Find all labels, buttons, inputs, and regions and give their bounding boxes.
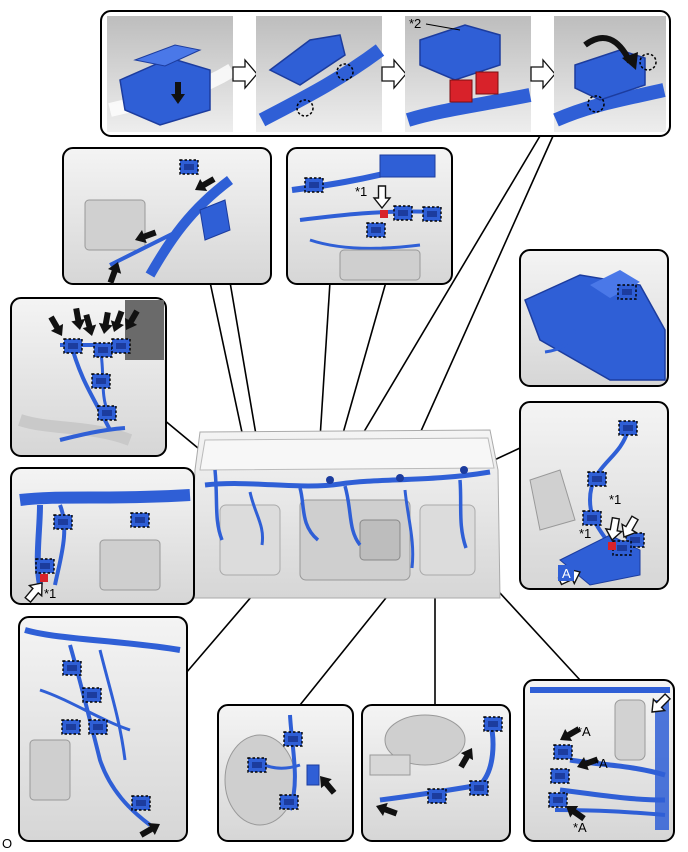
dashed-clamp-box-icon [62,660,82,676]
dashed-clamp-box-icon [283,731,303,747]
dashed-clamp-box-icon [93,342,113,358]
label-a-box: A [562,566,571,581]
dashed-clamp-box-icon [304,177,324,193]
label-star1-right-b: *1 [579,526,591,541]
dashed-clamp-box-icon [618,420,638,436]
dashed-clamp-box-icon [53,514,73,530]
red-connector [475,71,499,95]
label-star1-right-a: *1 [609,492,621,507]
dashed-clamp-box-icon [393,205,413,221]
dashed-clamp-box-icon [61,719,81,735]
step-panel-3: *2 [405,16,532,132]
detail-panel-upper-left [62,147,272,286]
detail-panel-bottom-right: *A *A *A [523,679,675,842]
label-star1-left: *1 [44,586,56,601]
dashed-clamp-box-icon [97,405,117,421]
dashed-circle-icon [587,95,605,113]
right-outline-arrow-icon [530,58,556,90]
dashed-clamp-box-icon [130,512,150,528]
label-star-a-3: *A [573,820,587,835]
dashed-clamp-box-icon [587,471,607,487]
dashed-circle-icon [296,99,314,117]
dashed-clamp-box-icon [35,558,55,574]
red-connector [40,574,48,582]
detail-panel-right-upper [519,249,669,387]
dashed-clamp-box-icon [427,788,447,804]
dashed-clamp-box-icon [111,338,131,354]
step-panel-1 [107,16,236,132]
detail-panel-bottom-center-right [361,704,511,842]
detail-panel-bottom-center-left [217,704,354,842]
dashed-clamp-box-icon [582,510,602,526]
right-outline-arrow-icon [381,58,407,90]
dashed-clamp-box-icon [550,768,570,784]
label-star2: *2 [409,16,421,31]
dashed-clamp-box-icon [422,206,442,222]
detail-panel-left-lower: *1 [10,467,195,606]
dashed-clamp-box-icon [553,744,573,760]
dashed-clamp-box-icon [63,338,83,354]
dashed-clamp-box-icon [82,687,102,703]
red-connector [608,542,616,550]
dashed-circle-icon [639,53,657,71]
label-star-a-1: *A [577,724,591,739]
top-step-strip: *2 [100,10,671,137]
step-panel-4 [553,16,666,132]
red-connector [380,210,388,218]
dashed-clamp-box-icon [483,716,503,732]
dashed-clamp-box-icon [548,792,568,808]
main-harness-overview [204,469,491,489]
red-connector [449,79,473,103]
dashed-clamp-box-icon [179,159,199,175]
label-star1-upper: *1 [355,184,367,199]
rotate-arrow-icon [583,35,633,64]
dashed-circle-icon [336,63,354,81]
dashed-clamp-box-icon [247,757,267,773]
dashed-clamp-box-icon [469,780,489,796]
dashed-clamp-box-icon [91,373,111,389]
step-panel-2 [256,16,385,132]
right-outline-arrow-icon [232,58,258,90]
detail-panel-right-middle: *1 *1 A [519,401,669,590]
dashed-clamp-box-icon [88,719,108,735]
detail-panel-upper-center: *1 [286,147,453,285]
detail-panel-left [10,297,167,457]
dashed-clamp-box-icon [617,284,637,300]
corner-mark: O [2,836,12,851]
central-overview [189,429,501,599]
dashed-clamp-box-icon [131,795,151,811]
label-star-a-2: *A [594,756,608,771]
dashed-clamp-box-icon [279,794,299,810]
dashed-clamp-box-icon [366,222,386,238]
detail-panel-bottom-left [18,616,188,842]
